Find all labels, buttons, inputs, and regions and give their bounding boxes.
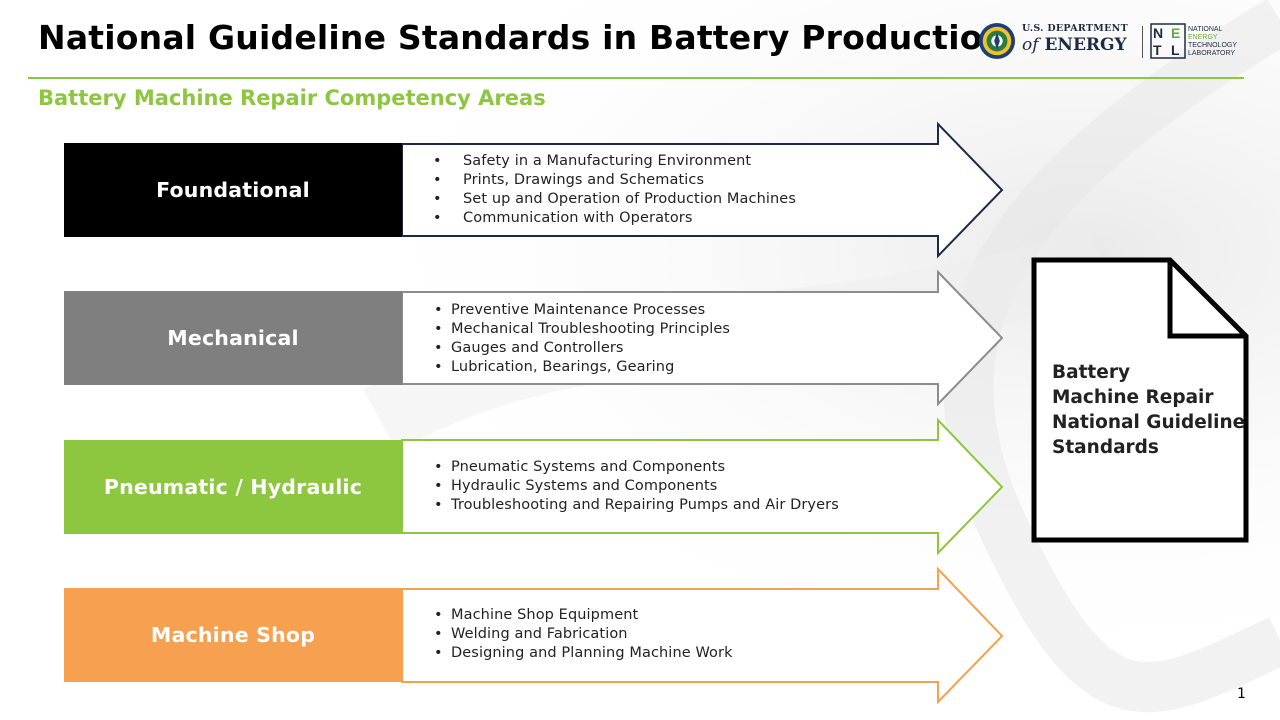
list-item: Pneumatic Systems and Components (451, 458, 839, 477)
competency-row-machine-shop: Machine Shop Machine Shop Equipment Weld… (0, 566, 1010, 705)
doe-of: of (1022, 34, 1039, 55)
netl-line-2: ENERGY (1188, 34, 1218, 41)
page-title: National Guideline Standards in Battery … (38, 18, 1007, 57)
netl-t: T (1153, 42, 1162, 58)
list-item: Preventive Maintenance Processes (451, 301, 730, 320)
section-subtitle: Battery Machine Repair Competency Areas (38, 86, 546, 110)
category-box-machine-shop: Machine Shop (64, 588, 402, 682)
list-item: Troubleshooting and Repairing Pumps and … (451, 496, 839, 515)
list-item: Prints, Drawings and Schematics (463, 171, 796, 190)
netl-wordmark: NATIONAL ENERGY TECHNOLOGY LABORATORY (1188, 26, 1237, 58)
list-item: Hydraulic Systems and Components (451, 477, 839, 496)
category-label-foundational: Foundational (156, 178, 310, 202)
category-box-mechanical: Mechanical (64, 291, 402, 385)
header-divider (28, 77, 1244, 79)
category-box-pneumatic-hydraulic: Pneumatic / Hydraulic (64, 440, 402, 534)
bullet-list-machine-shop: Machine Shop Equipment Welding and Fabri… (451, 606, 733, 663)
logo-area: U.S. DEPARTMENT of ENERGY N E T L NATION… (978, 20, 1240, 64)
list-item: Communication with Operators (463, 209, 796, 228)
doe-seal-logo (978, 22, 1016, 60)
bullet-list-mechanical: Preventive Maintenance Processes Mechani… (451, 301, 730, 377)
logo-divider (1142, 26, 1143, 58)
competency-row-mechanical: Mechanical Preventive Maintenance Proces… (0, 269, 1010, 407)
list-item: Gauges and Controllers (451, 339, 730, 358)
list-item: Lubrication, Bearings, Gearing (451, 358, 730, 377)
category-label-machine-shop: Machine Shop (150, 623, 316, 647)
document-line-3: National Guideline (1052, 412, 1246, 433)
netl-n: N (1153, 25, 1163, 41)
category-label-pneumatic-hydraulic: Pneumatic / Hydraulic (103, 475, 363, 499)
netl-e: E (1171, 25, 1180, 41)
netl-line-4: LABORATORY (1188, 50, 1236, 57)
doe-wordmark: U.S. DEPARTMENT of ENERGY (1022, 24, 1128, 54)
bullet-list-foundational: Safety in a Manufacturing Environment Pr… (463, 152, 796, 228)
document-line-4: Standards (1052, 437, 1159, 458)
list-item: Designing and Planning Machine Work (451, 644, 733, 663)
document-title: Battery Machine Repair National Guidelin… (1052, 360, 1245, 460)
document-icon (1031, 257, 1249, 543)
netl-line-3: TECHNOLOGY (1188, 42, 1238, 49)
list-item: Safety in a Manufacturing Environment (463, 152, 796, 171)
competency-row-pneumatic-hydraulic: Pneumatic / Hydraulic Pneumatic Systems … (0, 417, 1010, 556)
document-line-1: Battery (1052, 362, 1131, 383)
netl-l: L (1171, 42, 1180, 58)
competency-row-foundational: Foundational Safety in a Manufacturing E… (0, 121, 1010, 259)
document-line-2: Machine Repair (1052, 387, 1214, 408)
doe-line-1: U.S. DEPARTMENT (1022, 23, 1128, 34)
list-item: Set up and Operation of Production Machi… (463, 190, 796, 209)
netl-line-1: NATIONAL (1188, 26, 1223, 33)
page-number: 1 (1237, 686, 1246, 702)
list-item: Welding and Fabrication (451, 625, 733, 644)
doe-energy: ENERGY (1044, 34, 1127, 55)
bullet-list-pneumatic-hydraulic: Pneumatic Systems and Components Hydraul… (451, 458, 839, 515)
list-item: Mechanical Troubleshooting Principles (451, 320, 730, 339)
category-label-mechanical: Mechanical (167, 326, 299, 350)
netl-logo-mark: N E T L (1150, 23, 1186, 59)
category-box-foundational: Foundational (64, 143, 402, 237)
list-item: Machine Shop Equipment (451, 606, 733, 625)
